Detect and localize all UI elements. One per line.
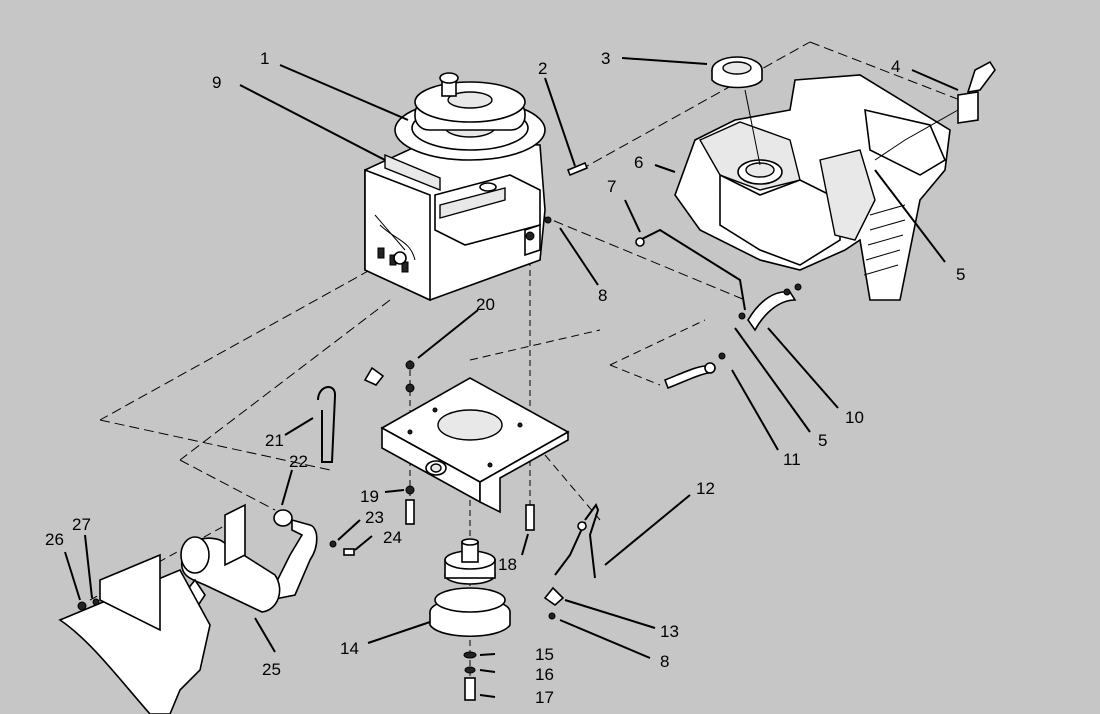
part-6-fuel-tank [674,74,951,301]
plate-hardware [363,360,535,531]
part-4-switch [874,60,996,161]
callout-5a: 5 [956,265,965,284]
callout-22: 22 [289,452,308,471]
part-14-pulley [429,538,511,701]
callout-2: 2 [538,59,547,78]
fuel-line-parts [525,216,802,390]
callout-17: 17 [535,688,554,707]
part-2-pin [566,161,589,177]
callout-4: 4 [891,57,900,76]
callout-18: 18 [498,555,517,574]
leader-lines [64,57,959,698]
callout-19: 19 [360,487,379,506]
callout-24: 24 [383,528,402,547]
callout-6: 6 [634,153,643,172]
callout-26: 26 [45,530,64,549]
callout-9: 9 [212,73,221,92]
callout-5b: 5 [818,431,827,450]
callout-8a: 8 [598,286,607,305]
callout-12: 12 [696,479,715,498]
callout-16: 16 [535,665,554,684]
callout-11: 11 [783,450,801,469]
callout-3: 3 [601,49,610,68]
assembly-guide-lines [89,41,961,690]
callout-8b: 8 [660,652,669,671]
callout-7: 7 [607,177,616,196]
callout-13: 13 [660,622,679,641]
callout-21: 21 [265,431,284,450]
part-12-lever [543,502,600,620]
callout-labels: 1 9 2 3 4 6 7 5 8 20 10 5 11 21 22 19 12… [45,49,965,707]
part-3-fuel-cap [711,56,763,89]
callout-20: 20 [476,295,495,314]
part-21-rod [317,386,337,463]
engine-assembly [364,72,546,302]
muffler-assembly [180,503,355,613]
callout-15: 15 [535,645,554,664]
mounting-plate [380,377,570,514]
callout-1: 1 [260,49,269,68]
heat-shield [58,553,211,714]
callout-23: 23 [365,508,384,527]
callout-10: 10 [845,408,864,427]
callout-14: 14 [340,639,359,658]
callout-27: 27 [72,515,91,534]
callout-25: 25 [262,660,281,679]
